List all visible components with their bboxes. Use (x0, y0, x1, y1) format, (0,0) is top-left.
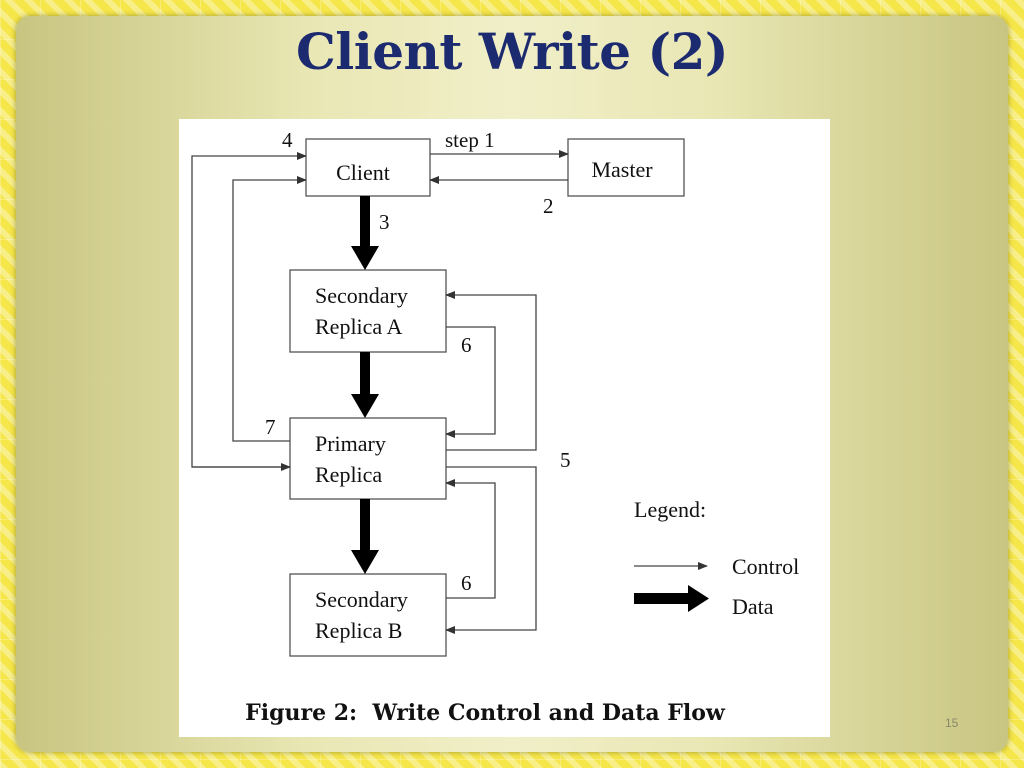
legend-data-arrow (634, 585, 709, 612)
secondary-replica-a-box (289, 269, 447, 353)
page-number: 15 (945, 716, 959, 730)
secondary-a-label-line2: Replica A (315, 314, 402, 339)
secondary-b-label-line2: Replica B (315, 618, 402, 643)
write-flow-diagram: Client Master Secondary Replica A Primar… (191, 128, 799, 726)
data-arrow-primary-to-secondary-b (351, 499, 379, 574)
secondary-replica-b-box (289, 573, 447, 657)
step7-arrow (232, 176, 307, 442)
step2-label: 2 (543, 194, 554, 218)
step5-label: 5 (560, 448, 571, 472)
legend-title: Legend: (634, 497, 706, 522)
figure-panel: Client Master Secondary Replica A Primar… (179, 119, 830, 737)
data-arrow-secondary-a-to-primary (351, 352, 379, 418)
slide-title: Client Write (2) (295, 22, 729, 81)
step6-from-secondary-a-arrow (445, 326, 496, 438)
step6-from-secondary-b-arrow (445, 479, 496, 599)
data-arrow-client-to-secondary-a (351, 196, 379, 270)
step5-to-secondary-a-arrow (445, 291, 537, 451)
client-label: Client (336, 160, 390, 185)
primary-label-line1: Primary (315, 431, 386, 456)
legend-data-label: Data (732, 594, 774, 619)
master-box (567, 138, 685, 197)
step4-label: 4 (282, 128, 293, 152)
legend-control-label: Control (732, 554, 799, 579)
step6a-label: 6 (461, 333, 472, 357)
step7-label: 7 (265, 415, 276, 439)
primary-label-line2: Replica (315, 462, 382, 487)
master-label: Master (591, 157, 653, 182)
secondary-a-label-line1: Secondary (315, 283, 408, 308)
step5-to-secondary-b-arrow (445, 466, 537, 634)
secondary-b-label-line1: Secondary (315, 587, 408, 612)
step6b-label: 6 (461, 571, 472, 595)
client-box (305, 138, 431, 197)
step1-label: step 1 (445, 128, 495, 152)
figure-caption: Figure 2: Write Control and Data Flow (245, 700, 726, 726)
step3-label: 3 (379, 210, 390, 234)
step4-arrow (191, 152, 307, 468)
